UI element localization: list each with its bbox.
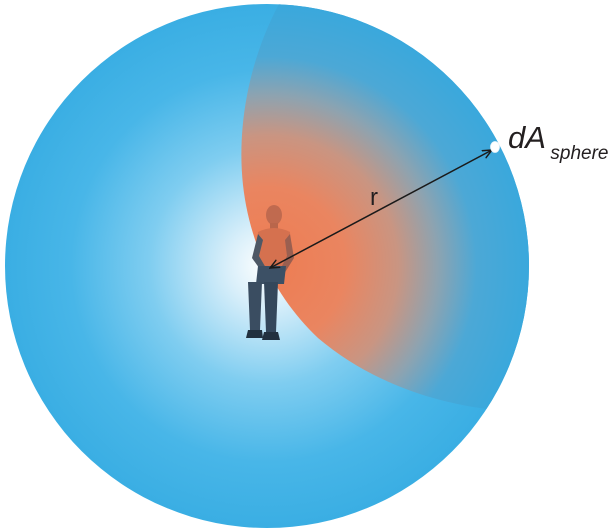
radius-arrow	[270, 150, 492, 268]
area-element-subscript: sphere	[550, 143, 608, 164]
radius-label: r	[370, 184, 378, 211]
area-element-symbol: dA	[508, 120, 546, 155]
area-element-label: dA sphere	[508, 120, 608, 164]
area-element-dot-icon	[490, 141, 500, 153]
